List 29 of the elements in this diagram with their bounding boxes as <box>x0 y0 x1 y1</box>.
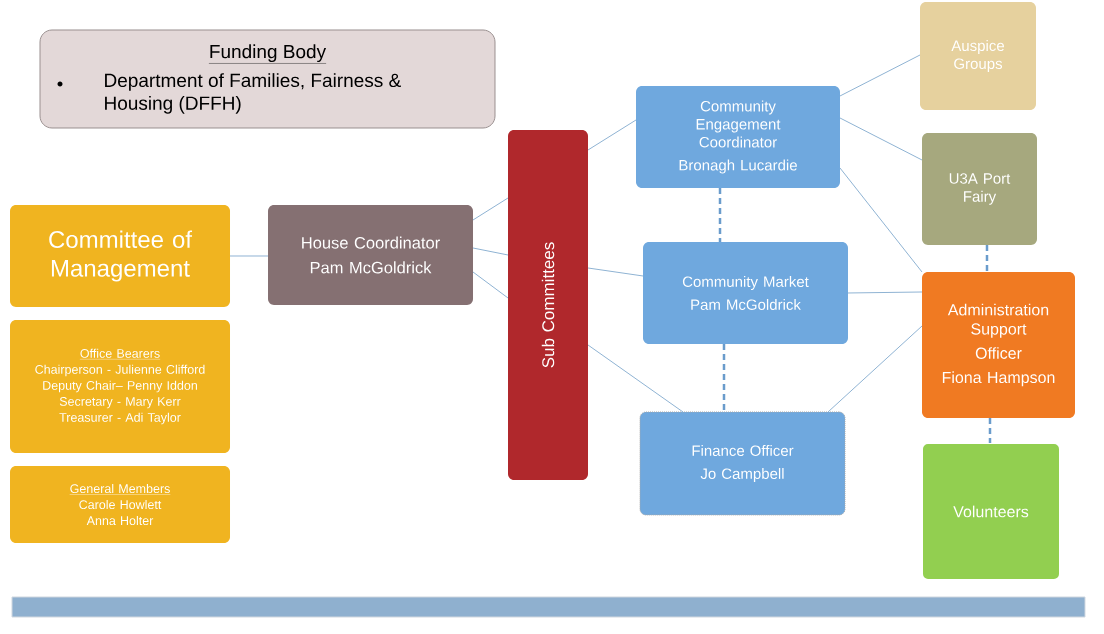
sub-committees-bar: Sub Committees <box>508 130 588 480</box>
committee-box: Committee of Management <box>10 205 230 307</box>
volunteers-box: Volunteers <box>921 442 1061 581</box>
connector-line <box>587 267 644 277</box>
connector-line <box>587 344 684 413</box>
connector-line <box>985 245 989 272</box>
connector-line <box>718 188 722 242</box>
connector-line <box>722 344 726 412</box>
connector-line <box>229 255 269 257</box>
office-bearers-box: Office Bearers Chairperson - Julienne Clifford Deputy Chair– Penny Iddon Secretary - Mary Kerr Treasurer - Adi Taylor <box>10 320 230 453</box>
connector-line <box>988 418 992 443</box>
connector-line <box>472 271 509 299</box>
connector-line <box>839 167 923 273</box>
group-box: U3A Port Fairy <box>922 133 1037 245</box>
connector-line <box>839 54 921 97</box>
general-members-box: General Members Carole Howlett Anna Holter <box>10 466 230 543</box>
role-box: Community Market Pam McGoldrick <box>643 242 848 344</box>
connector-line <box>839 117 923 161</box>
role-box: Finance Officer Jo Campbell <box>639 411 846 516</box>
connector-line <box>847 291 923 294</box>
connector-line <box>472 247 509 256</box>
connector-line <box>472 197 509 221</box>
officer-box: Administration Support Officer Fiona Hampson <box>922 272 1075 418</box>
coordinator-box: House Coordinator Pam McGoldrick <box>268 205 473 305</box>
connector-line <box>587 119 637 151</box>
funding-body-box: Funding Body Department of Families, Fairness & Housing (DFFH) <box>39 29 496 129</box>
role-box: Community Engagement Coordinator Bronagh Lucardie <box>636 86 840 188</box>
group-box: Auspice Groups <box>920 2 1036 110</box>
connector-line <box>827 325 923 413</box>
